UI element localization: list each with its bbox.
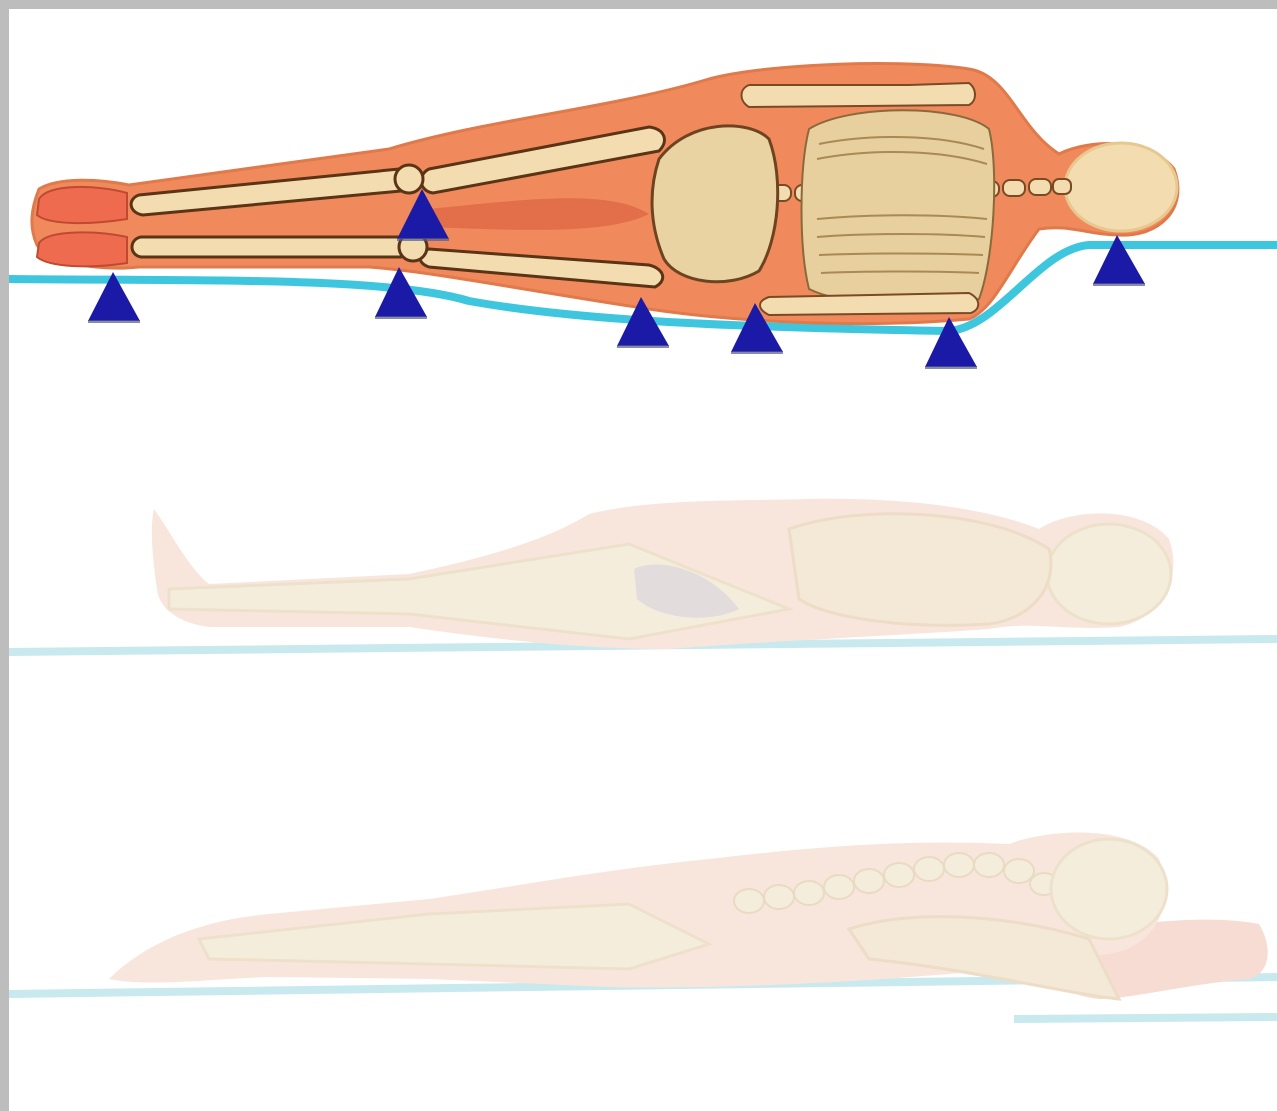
- panel-side-lying: [9, 64, 1277, 369]
- posture-illustration: [9, 9, 1277, 1111]
- torso-supine: [789, 514, 1051, 626]
- skull-supine: [1047, 524, 1171, 624]
- foot-upper: [37, 187, 127, 223]
- lower-arm: [760, 293, 978, 315]
- skull-prone: [1051, 839, 1167, 939]
- foot-lower: [37, 232, 127, 266]
- skull: [1065, 143, 1177, 231]
- upper-arm: [742, 83, 976, 107]
- knee-upper: [395, 165, 423, 193]
- panel-supine: [9, 499, 1277, 652]
- panel-prone: [9, 833, 1277, 1019]
- shin-lower: [132, 237, 410, 257]
- pillow-line-prone: [1014, 1017, 1277, 1019]
- rib-cage: [802, 110, 995, 304]
- pelvis: [652, 126, 778, 282]
